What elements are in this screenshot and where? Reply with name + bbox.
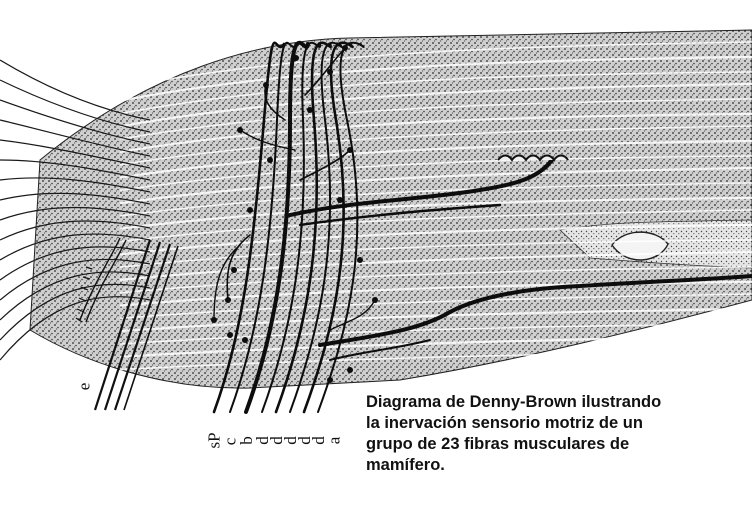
nerve-ending-bulb [337, 197, 343, 203]
caption-line-4: mamífero. [366, 455, 748, 476]
caption-line-3: grupo de 23 fibras musculares de [366, 434, 748, 455]
nerve-ending-bulb [357, 257, 363, 263]
nerve-ending-bulb [247, 207, 253, 213]
caption-line-1: Diagrama de Denny-Brown ilustrando [366, 392, 748, 413]
figure-caption: Diagrama de Denny-Brown ilustrando la in… [366, 392, 748, 476]
nerve-ending-bulb [347, 147, 353, 153]
nerve-ending-bulb [211, 317, 217, 323]
nerve-ending-bulb [307, 107, 313, 113]
nerve-ending-bulb [327, 377, 333, 383]
nerve-ending-bulb [342, 45, 348, 51]
label-a: a [325, 437, 342, 445]
nerve-ending-bulb [267, 157, 273, 163]
nerve-ending-bulb [242, 337, 248, 343]
caption-line-2: la inervación sensorio motriz de un [366, 413, 748, 434]
nerve-ending-bulb [327, 69, 333, 75]
label-e: e [75, 383, 92, 391]
label-c: c [221, 438, 238, 446]
nerve-ending-bulb [231, 267, 237, 273]
nerve-ending-bulb [263, 82, 269, 88]
nerve-ending-bulb [293, 55, 299, 61]
nerve-ending-bulb [225, 297, 231, 303]
nerve-ending-bulb [227, 332, 233, 338]
nerve-ending-bulb [372, 297, 378, 303]
nerve-ending-bulb [237, 127, 243, 133]
nerve-ending-bulb [347, 367, 353, 373]
end-plate-cluster [498, 156, 568, 161]
